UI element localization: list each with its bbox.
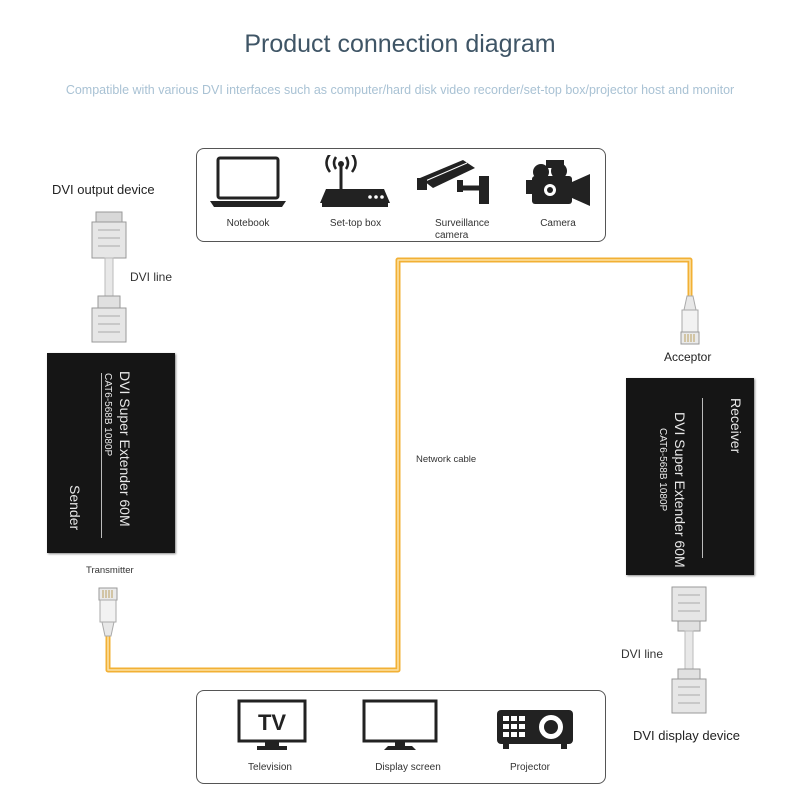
page-title: Product connection diagram (244, 30, 556, 58)
receiver-spec-text: CAT6-568B 1080P (657, 428, 668, 512)
receiver-role-text: Receiver (728, 398, 744, 454)
sender-divider (101, 373, 102, 538)
dvi-display-device-label: DVI display device (633, 728, 740, 743)
video-camera-icon (526, 160, 590, 206)
monitor-icon (362, 699, 438, 750)
tv-icon-text: TV (258, 710, 286, 735)
dvi-line-label-left: DVI line (130, 270, 173, 284)
tv-icon: TV (237, 699, 307, 750)
sender-model-text: DVI Super Extender 60M (117, 371, 133, 527)
receiver-model-text: DVI Super Extender 60M (672, 412, 688, 568)
device-label-television: Television (248, 762, 292, 773)
device-label-set-top-box: Set-top box (329, 218, 382, 229)
device-label-display-screen: Display screen (375, 762, 441, 773)
device-label-camera: Camera (540, 218, 576, 229)
acceptor-label: Acceptor (664, 350, 712, 364)
rj45-connector-transmitter (98, 587, 118, 637)
dvi-connector-top-left (91, 211, 127, 343)
device-label-notebook: Notebook (226, 218, 270, 229)
transmitter-label: Transmitter (86, 565, 134, 576)
device-label-surveillance-camera: Surveillance camera (435, 218, 490, 241)
dvi-connector-bottom-right (671, 586, 707, 714)
dvi-line-label-right: DVI line (621, 647, 664, 661)
router-icon (320, 155, 390, 207)
device-label-projector: Projector (509, 762, 550, 773)
sender-spec-text: CAT6-568B 1080P (102, 373, 113, 457)
receiver-divider (702, 398, 703, 558)
dvi-output-device-label: DVI output device (52, 182, 155, 197)
page-subtitle: Compatible with various DVI interfaces s… (65, 83, 735, 97)
sender-unit: DVI Super Extender 60M CAT6-568B 1080P S… (47, 353, 175, 553)
laptop-icon (210, 156, 286, 207)
network-cable-label: Network cable (416, 454, 477, 465)
sender-role-text: Sender (67, 485, 83, 531)
receiver-unit: Receiver DVI Super Extender 60M CAT6-568… (626, 378, 754, 575)
cctv-camera-icon (417, 160, 489, 204)
rj45-connector-acceptor (680, 295, 700, 345)
projector-icon (497, 710, 573, 749)
